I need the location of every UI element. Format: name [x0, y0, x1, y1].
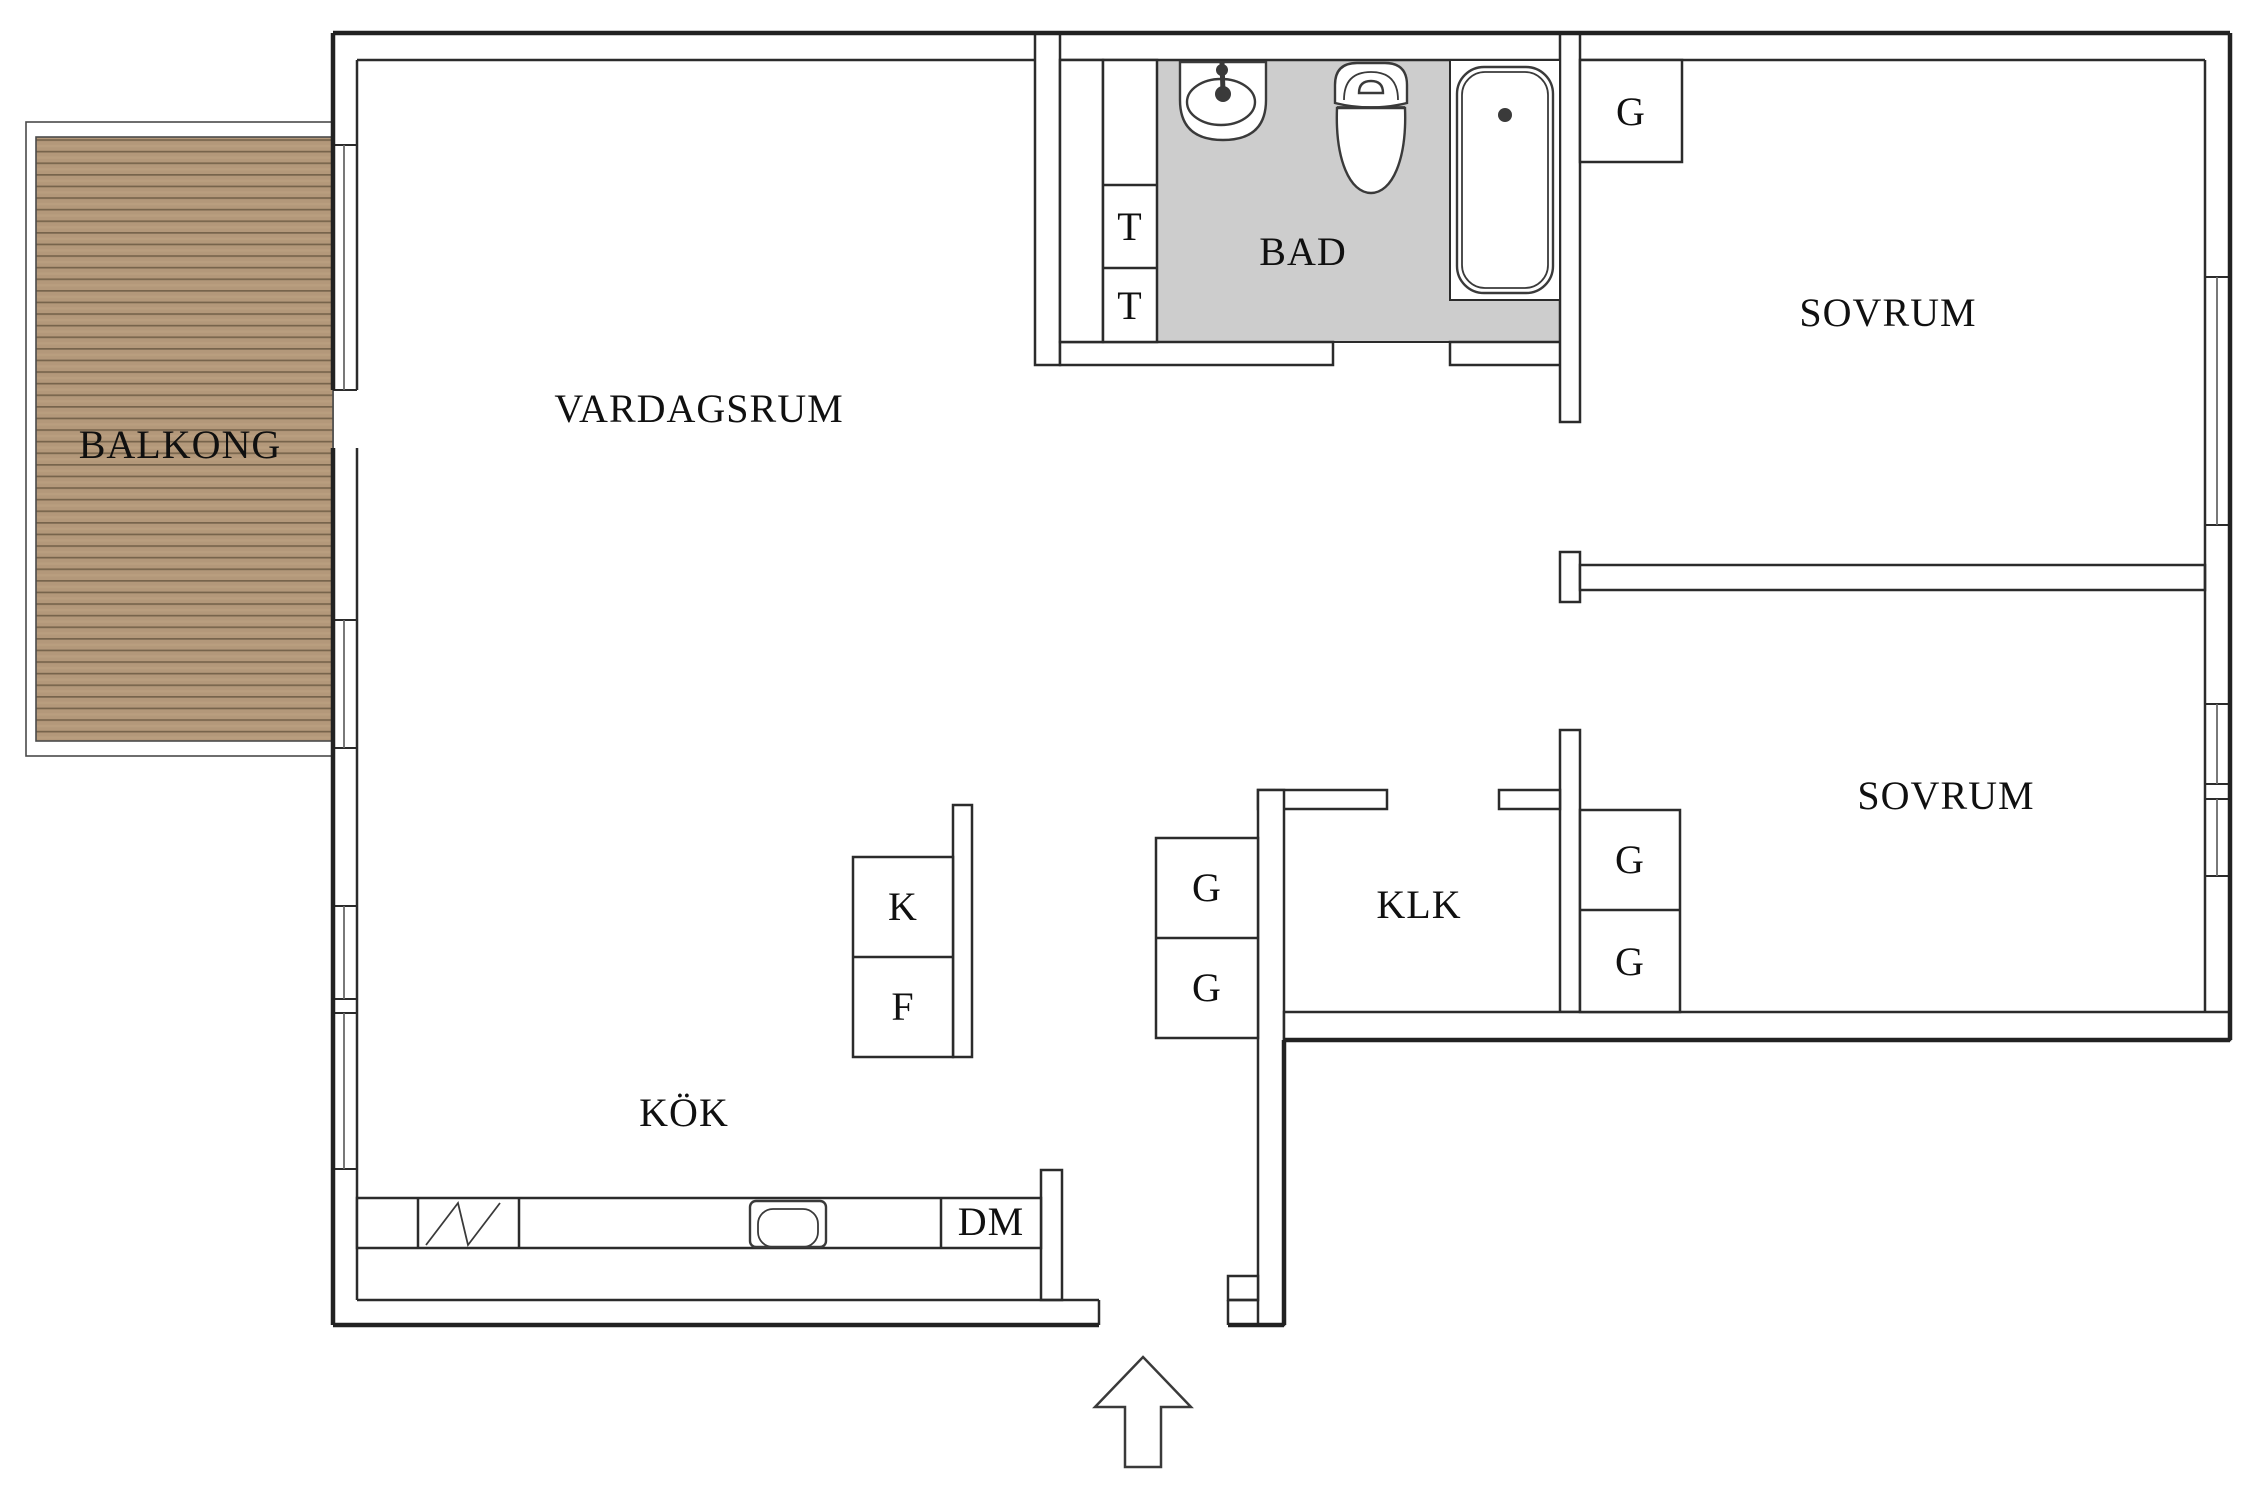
closet-g-bedroom1	[1578, 58, 1684, 164]
kitchen-sink-icon	[748, 1199, 828, 1249]
wall-kitchen-east	[1039, 1168, 1064, 1302]
inner-wall-lines	[355, 58, 2207, 1325]
closet-label-g-hall-1: G	[1192, 865, 1222, 910]
room-label-sovrum-1: SOVRUM	[1799, 290, 1977, 335]
wall-bathroom-west	[1033, 31, 1062, 367]
counter-top	[355, 1196, 1043, 1250]
balcony	[25, 121, 334, 757]
wall-kitchen-stub	[951, 803, 974, 1059]
wall-bedroom-divider	[1578, 563, 2207, 592]
room-label-sovrum-2: SOVRUM	[1857, 773, 2035, 818]
room-label-kok: KÖK	[639, 1090, 729, 1135]
wall-klk-north-b	[1497, 788, 1562, 811]
window	[333, 144, 357, 391]
closet-label-g-bedroom2-2: G	[1615, 939, 1645, 984]
wall-bathroom-south-a	[1058, 340, 1335, 367]
wall-hall-west	[1256, 788, 1286, 1327]
toilet-icon	[1333, 61, 1409, 195]
balcony-wood-deck	[35, 136, 334, 742]
window	[333, 905, 357, 1000]
bathroom-duct	[1058, 58, 1105, 344]
window	[333, 619, 357, 749]
closet-label-g-bedroom1: G	[1616, 89, 1646, 134]
windows	[333, 144, 2230, 1170]
wall-south-east	[1282, 1010, 2232, 1042]
wall-bedroom1-west	[1558, 31, 1582, 424]
wall-bathroom-south-b	[1448, 340, 1564, 367]
wall-divider-cap	[1558, 550, 1582, 604]
kitchen-counter	[355, 1196, 1043, 1250]
bathtub-icon	[1449, 59, 1561, 301]
room-label-bad: BAD	[1259, 229, 1347, 274]
closet-label-g-hall-2: G	[1192, 965, 1222, 1010]
closet-label-g-bedroom2-1: G	[1615, 837, 1645, 882]
stove-icon	[425, 1200, 501, 1248]
appliance-label-dm: DM	[957, 1199, 1025, 1244]
window	[2205, 703, 2230, 785]
entrance-arrow-icon	[1092, 1355, 1194, 1469]
room-label-klk: KLK	[1376, 882, 1462, 927]
wall-entrance-notch	[1226, 1274, 1260, 1302]
appliance-label-kyl: K	[888, 884, 918, 929]
window	[333, 1012, 357, 1170]
room-label-vardagsrum: VARDAGSRUM	[554, 386, 844, 431]
room-label-balkong: BALKONG	[78, 422, 282, 467]
window	[2205, 276, 2230, 526]
outer-walls	[330, 30, 2233, 1328]
closets	[851, 58, 1684, 1059]
appliance-label-frys: F	[891, 984, 915, 1029]
closet-label-t-1: T	[1117, 204, 1143, 249]
bathtub-drain	[1498, 108, 1512, 122]
sink-icon	[1178, 60, 1268, 142]
closet-label-t-2: T	[1117, 283, 1143, 328]
t-closet-column	[1101, 58, 1159, 344]
window	[2205, 798, 2230, 877]
wall-bedroom2-west	[1558, 728, 1582, 1014]
